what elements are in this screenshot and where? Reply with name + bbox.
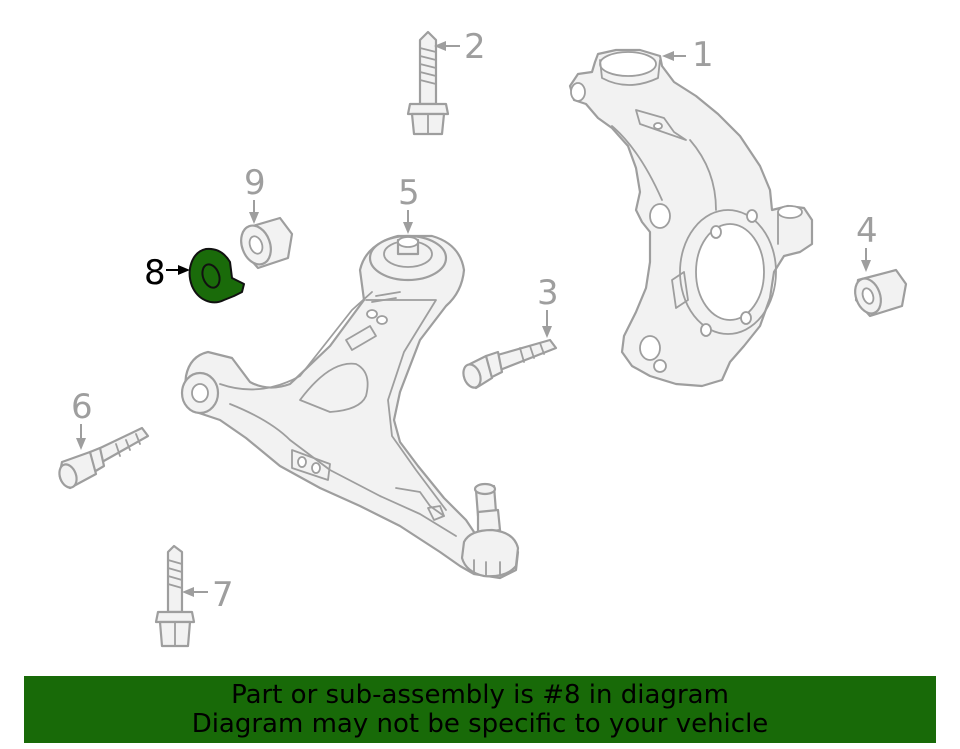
info-banner: Part or sub-assembly is #8 in diagram Di…	[24, 676, 936, 743]
bolt-part-7[interactable]	[154, 544, 196, 648]
bushing-part-9[interactable]	[236, 216, 294, 270]
steering-knuckle-part-1[interactable]	[568, 48, 814, 388]
callout-label-9: 9	[244, 163, 266, 203]
callout-label-3: 3	[537, 273, 559, 313]
callout-label-1: 1	[692, 35, 714, 75]
nut-part-4[interactable]	[851, 268, 908, 318]
callout-label-4: 4	[856, 211, 878, 251]
bolt-part-2[interactable]	[406, 30, 450, 136]
callout-2: 2	[434, 27, 486, 67]
highlighted-part-8[interactable]	[188, 247, 245, 304]
callout-label-8: 8	[144, 253, 166, 293]
bolt-part-3[interactable]	[460, 338, 558, 390]
banner-line-disclaimer: Diagram may not be specific to your vehi…	[191, 709, 769, 739]
callout-label-7: 7	[212, 575, 234, 615]
callout-label-5: 5	[398, 173, 420, 213]
lower-control-arm-part-5[interactable]	[180, 234, 520, 580]
callout-7: 7	[182, 575, 234, 615]
callout-9: 9	[244, 163, 266, 224]
callout-1: 1	[662, 35, 714, 75]
callout-5: 5	[398, 173, 420, 234]
parts-diagram: 1 2 3 4 5 6 7 8 9	[56, 27, 908, 648]
callout-4: 4	[856, 211, 878, 272]
callout-3: 3	[537, 273, 559, 338]
callout-6: 6	[71, 387, 93, 450]
banner-line-part-number: Part or sub-assembly is #8 in diagram	[231, 680, 729, 710]
callout-8: 8	[144, 253, 190, 293]
bolt-part-6[interactable]	[56, 426, 150, 490]
callout-label-2: 2	[464, 27, 486, 67]
callout-label-6: 6	[71, 387, 93, 427]
